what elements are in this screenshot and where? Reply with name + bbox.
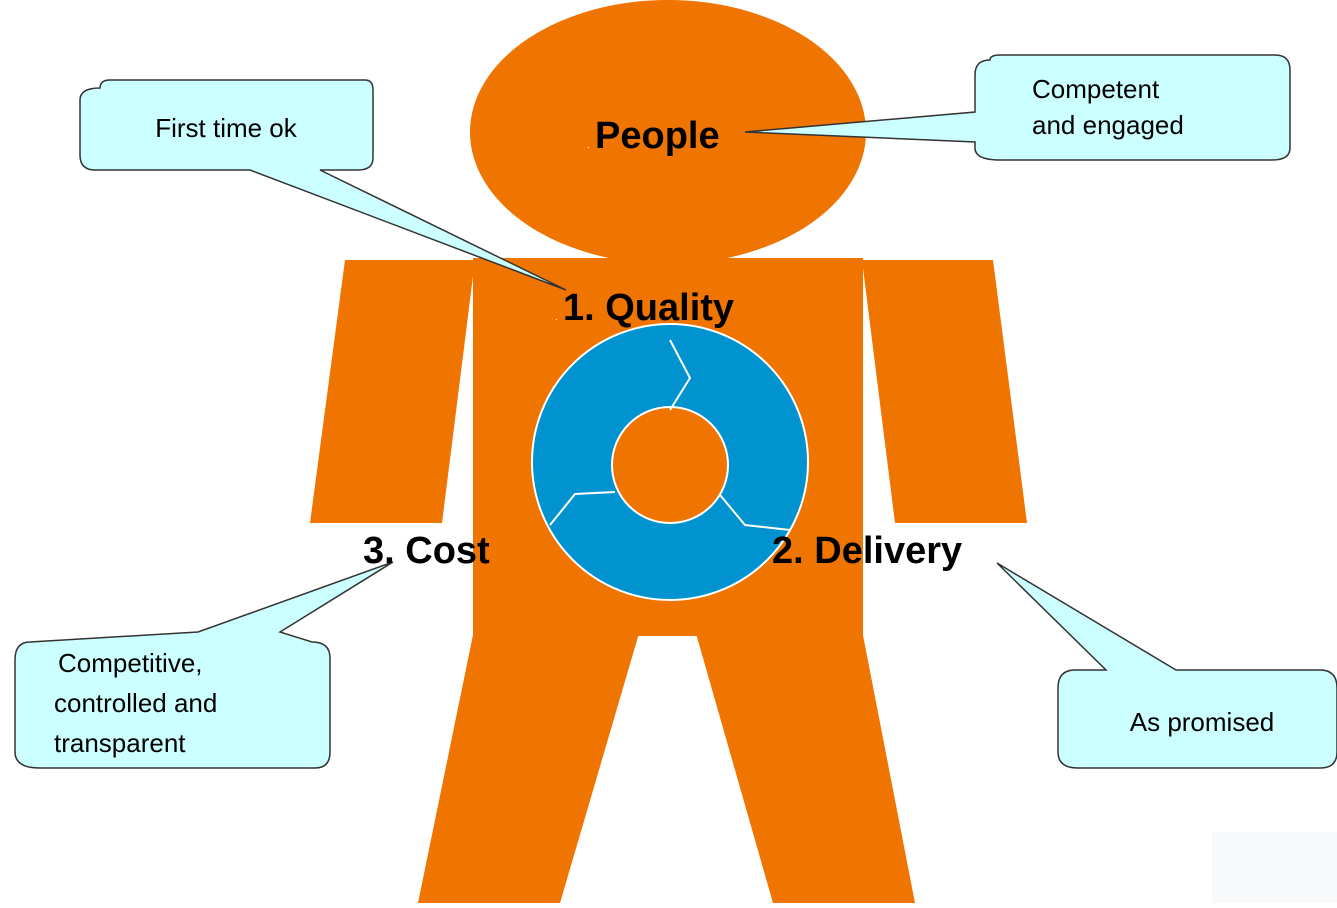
dot-people: . <box>587 140 590 151</box>
callout-cost-text-line2: controlled and <box>54 688 217 718</box>
right-leg <box>695 630 915 903</box>
callout-cost-text-line3: transparent <box>54 728 186 758</box>
callout-people-text-line2: and engaged <box>1032 110 1184 140</box>
corner-box <box>1212 832 1337 903</box>
callout-delivery-bubble <box>996 562 1337 769</box>
head <box>470 0 866 264</box>
label-people: People <box>595 115 720 157</box>
label-cost: 3. Cost <box>363 530 490 572</box>
callout-cost-text-line1: Competitive, <box>58 648 203 678</box>
callout-delivery: As promised <box>996 562 1337 769</box>
cycle-divider-left <box>549 491 616 526</box>
callout-cost-bubble <box>14 561 394 769</box>
label-delivery: 2. Delivery <box>772 530 962 572</box>
callout-people: Competent and engaged <box>744 54 1291 161</box>
callout-delivery-text: As promised <box>1130 707 1275 737</box>
cycle-ring <box>531 323 809 601</box>
callout-quality-bubble <box>79 79 567 291</box>
callout-cost: Competitive, controlled and transparent <box>14 561 394 769</box>
cycle-divider-top <box>669 339 692 411</box>
callout-people-bubble <box>744 54 1291 161</box>
cycle-ring-inner <box>611 406 729 524</box>
callout-people-text-line1: Competent <box>1032 74 1160 104</box>
dot-quality: . <box>555 312 558 323</box>
left-leg <box>418 630 640 903</box>
callout-quality-text: First time ok <box>155 113 298 143</box>
label-quality: 1. Quality <box>563 287 734 329</box>
callout-quality: First time ok <box>79 79 567 291</box>
cycle-divider-right <box>719 494 791 531</box>
left-arm <box>310 260 475 523</box>
right-arm <box>862 260 1027 523</box>
